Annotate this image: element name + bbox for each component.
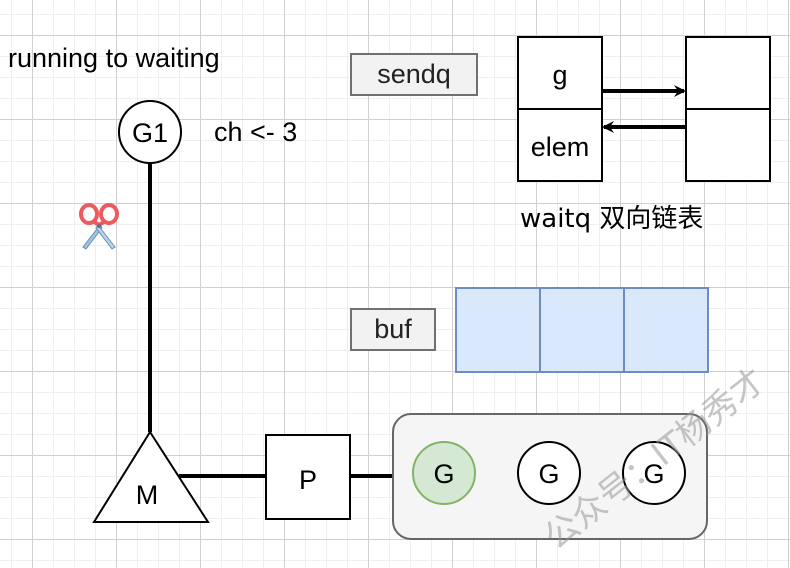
waitq-caption: waitq 双向链表 [520, 204, 704, 234]
sendq-label-text: sendq [377, 59, 451, 89]
goroutine-g1-label: G1 [132, 118, 168, 148]
goroutine-g1[interactable]: G1 [118, 100, 182, 164]
runqueue-goroutine-active[interactable]: G [412, 441, 476, 505]
buf-label-text: buf [374, 314, 412, 344]
machine-m-label: M [136, 480, 159, 510]
runqueue-goroutine-label: G [538, 459, 559, 489]
runqueue-goroutine[interactable]: G [517, 441, 581, 505]
processor-p[interactable]: P [265, 434, 351, 520]
waitq-node-elem-cell [517, 108, 603, 182]
waitq-node-g-text: g [552, 60, 567, 90]
buf-slot [455, 287, 541, 373]
buf-slot [539, 287, 625, 373]
runqueue-goroutine-label: G [433, 459, 454, 489]
waitq-next-node-top-cell [685, 36, 771, 110]
waitq-node-g-cell [517, 36, 603, 110]
buf-label: buf [350, 308, 436, 351]
waitq-node[interactable]: g elem [517, 36, 603, 182]
sendq-label: sendq [350, 53, 478, 96]
scissors-icon [74, 200, 124, 252]
runqueue-goroutine-label: G [643, 459, 664, 489]
runqueue-goroutine[interactable]: G [622, 441, 686, 505]
waitq-next-node[interactable] [685, 36, 771, 182]
buf-slots [455, 287, 709, 373]
processor-p-label: P [299, 465, 317, 495]
diagram-title: running to waiting [8, 43, 220, 73]
buf-slot [623, 287, 709, 373]
waitq-node-elem-text: elem [531, 132, 590, 162]
send-statement: ch <- 3 [214, 117, 298, 147]
waitq-next-node-bottom-cell [685, 108, 771, 182]
